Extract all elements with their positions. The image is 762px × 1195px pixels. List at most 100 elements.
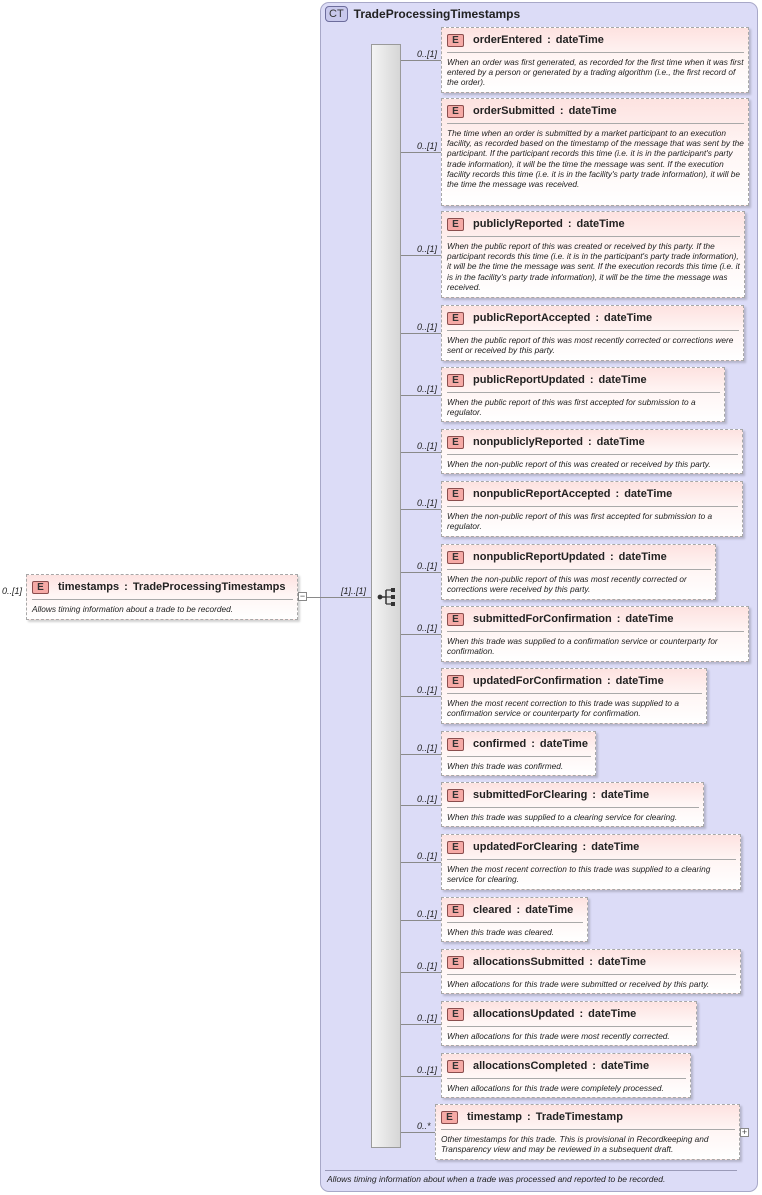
element-cardinality: 0..[1] — [417, 909, 438, 919]
element-badge: E — [447, 104, 464, 118]
element-documentation: When this trade was supplied to a cleari… — [447, 812, 678, 822]
element-type: dateTime — [555, 34, 604, 46]
complex-type-name[interactable]: TradeProcessingTimestamps — [353, 7, 521, 21]
expand-icon[interactable]: + — [740, 1127, 749, 1137]
sequence-cardinality: [1]..[1] — [341, 586, 367, 596]
element-name: timestamp — [467, 1111, 523, 1123]
element-badge: E — [447, 217, 464, 231]
element-cardinality: 0..[1] — [417, 244, 438, 254]
element-badge: E — [441, 1110, 458, 1124]
element-type: dateTime — [576, 218, 625, 230]
element-cardinality: 0..[1] — [417, 743, 438, 753]
element-divider — [447, 1078, 686, 1079]
type-separator: : — [582, 841, 587, 853]
element-divider — [447, 922, 583, 923]
connector-line — [401, 333, 441, 334]
element-documentation: When the public report of this was most … — [447, 335, 734, 356]
element-type: dateTime — [591, 841, 640, 853]
connector-line — [401, 754, 441, 755]
element-documentation: When an order was first generated, as re… — [447, 57, 744, 88]
element-badge: E — [447, 550, 464, 564]
element-divider — [447, 756, 591, 757]
connector-line — [401, 805, 441, 806]
element-type: TradeTimestamp — [535, 1111, 623, 1123]
complex-type-header: CT TradeProcessingTimestamps — [325, 5, 520, 23]
element-documentation: When the public report of this was creat… — [447, 241, 740, 292]
element-documentation: When this trade was cleared. — [447, 927, 554, 937]
element-divider — [447, 569, 711, 570]
element-type: dateTime — [600, 789, 650, 801]
element-cardinality: 0..[1] — [417, 384, 438, 394]
element-divider — [447, 859, 736, 860]
element-badge: E — [447, 1059, 464, 1073]
element-type: dateTime — [624, 488, 673, 500]
type-separator: : — [592, 1060, 596, 1072]
connector-line — [401, 696, 441, 697]
element-documentation: When this trade was confirmed. — [447, 761, 564, 771]
element-documentation: When allocations for this trade were com… — [447, 1083, 664, 1093]
root-element-timestamps[interactable]: E timestamps : TradeProcessingTimestamps… — [26, 574, 298, 620]
element-badge: E — [447, 373, 464, 387]
connector-line — [401, 634, 441, 635]
element-cardinality: 0..[1] — [417, 441, 438, 451]
connector-line — [401, 255, 441, 256]
element-documentation: When the non-public report of this was m… — [447, 574, 687, 595]
root-element-divider — [32, 599, 293, 600]
element-cardinality: 0..[1] — [417, 498, 438, 508]
element-badge: E — [447, 737, 464, 751]
element-cardinality: 0..* — [417, 1121, 431, 1131]
element-name: allocationsSubmitted — [473, 956, 585, 968]
element-divider — [447, 807, 699, 808]
element-documentation: When the non-public report of this was c… — [447, 459, 711, 469]
element-cardinality: 0..[1] — [417, 141, 438, 151]
type-separator: : — [579, 1008, 584, 1020]
connector-line — [401, 862, 441, 863]
element-name: cleared — [473, 904, 512, 916]
element-cardinality: 0..[1] — [417, 49, 438, 59]
element-type: dateTime — [615, 675, 664, 687]
element-badge: E — [447, 612, 464, 626]
root-element-documentation: Allows timing information about a trade … — [32, 604, 234, 614]
element-badge: E — [447, 840, 464, 854]
element-divider — [447, 693, 702, 694]
element-divider — [447, 123, 744, 124]
connector-line — [401, 572, 441, 573]
element-name: orderEntered — [473, 34, 543, 46]
connector-line — [401, 1132, 435, 1133]
sequence-icon[interactable] — [377, 587, 397, 607]
element-name: nonpublicReportAccepted — [473, 488, 611, 500]
element-documentation: When the most recent correction to this … — [447, 698, 679, 719]
type-separator: : — [595, 312, 600, 324]
connector-line — [401, 452, 441, 453]
element-documentation: When allocations for this trade were mos… — [447, 1031, 670, 1041]
collapse-icon[interactable]: − — [298, 591, 307, 601]
element-badge: E — [447, 311, 464, 325]
element-type: dateTime — [588, 1008, 637, 1020]
connector-line — [401, 395, 441, 396]
element-type: dateTime — [568, 105, 617, 117]
